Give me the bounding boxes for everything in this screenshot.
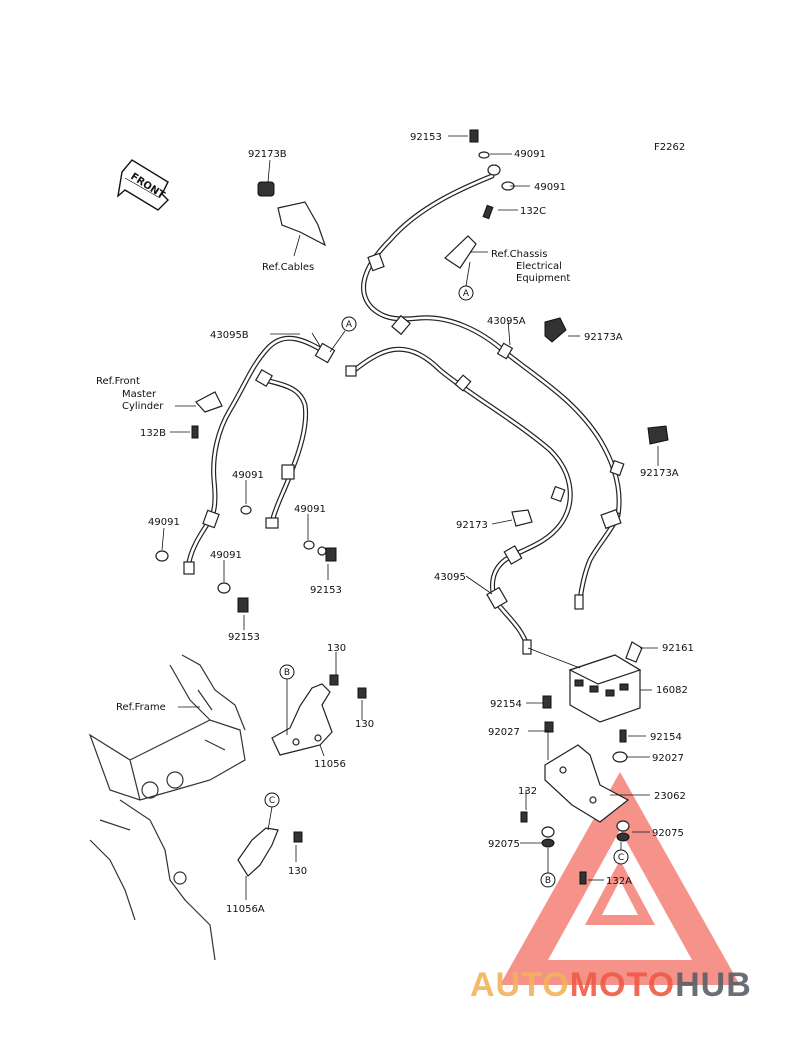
part-label: 49091 [294,504,326,515]
part-label: 23062 [654,791,686,802]
callout-A-1: A [458,261,474,301]
part-labels: 92153 49091 49091 92173B 132C Ref.Chassi… [96,132,694,915]
part-label: 92173A [584,332,623,343]
part-label: 49091 [514,149,546,160]
part-label: 132A [606,876,632,887]
abs-bracket-23062 [520,695,630,885]
watermark-triangle [500,772,740,985]
part-label: 132C [520,206,546,217]
svg-text:C: C [269,796,275,806]
callout-A-2: A [329,316,357,353]
part-label: 11056A [226,904,265,915]
part-label: Ref.Chassis [491,249,547,260]
part-label: 16082 [656,685,688,696]
part-label: 92027 [488,727,520,738]
watermark-part1: AUTO [470,966,570,1004]
svg-text:C: C [618,853,624,863]
watermark-part2: MOTO [570,966,675,1004]
part-label: 11056 [314,759,346,770]
part-label: 49091 [148,517,180,528]
part-label: 92161 [662,643,694,654]
callout-C-1: C [264,792,280,831]
leader-lines [161,135,659,900]
part-label: 132 [518,786,537,797]
svg-text:AUTOMOTOHUB: AUTOMOTOHUB [470,966,752,1004]
part-label: Master [122,389,157,400]
part-label: 130 [288,866,307,877]
watermark-logo: AUTOMOTOHUB [470,966,752,1004]
svg-text:B: B [545,876,551,886]
part-label: 92154 [650,732,682,743]
part-label: 92154 [490,699,522,710]
brake-hose-43095 [349,346,573,648]
svg-text:B: B [284,668,290,678]
part-label: 92153 [310,585,342,596]
bracket-11056A [237,827,303,877]
part-label: 92153 [228,632,260,643]
svg-text:A: A [463,289,470,299]
part-label: 49091 [232,470,264,481]
part-label: 130 [327,643,346,654]
callout-B-1: B [279,664,295,735]
part-label: 92153 [410,132,442,143]
hose-fittings [183,252,625,655]
part-label: 132B [140,428,166,439]
svg-text:A: A [346,320,353,330]
part-label: 92075 [488,839,520,850]
watermark-part3: HUB [675,966,752,1004]
part-label: 92027 [652,753,684,764]
part-label: 43095A [487,316,526,327]
part-label: 92173A [640,468,679,479]
part-label: 92075 [652,828,684,839]
part-label: 49091 [210,550,242,561]
abs-hydraulic-unit [568,641,643,723]
callout-C-2: C [613,842,629,865]
frame-ref-drawing [88,654,246,961]
part-label: 49091 [534,182,566,193]
part-label: 92173B [248,149,287,160]
part-label: 92173 [456,520,488,531]
part-label: Ref.Front [96,376,140,387]
part-label: 130 [355,719,374,730]
part-label: Ref.Cables [262,262,314,273]
brake-hose-43095A [361,173,622,603]
part-label: Equipment [516,273,570,284]
part-label: 43095 [434,572,466,583]
part-label: Electrical [516,261,562,272]
brake-hose-43095B [185,335,330,571]
callout-B-2: B [540,848,556,888]
figure-code: F2262 [654,142,685,153]
part-label: 43095B [210,330,249,341]
small-parts [155,129,669,613]
front-arrow-icon: FRONT [116,159,169,211]
part-label: Cylinder [122,401,164,412]
part-label: Ref.Frame [116,702,166,713]
bracket-11056 [271,674,367,756]
